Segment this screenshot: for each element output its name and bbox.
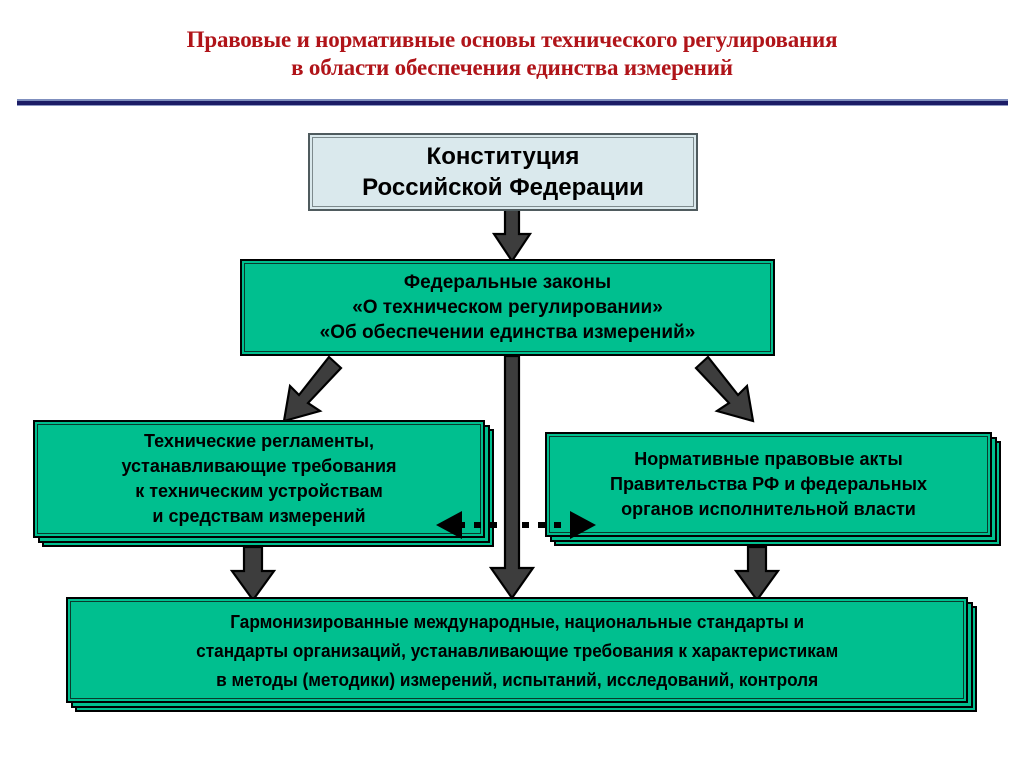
node-standards-line-3: в методы (методики) измерений, испытаний… xyxy=(215,668,818,690)
arrow-federal-laws-to-gov-acts xyxy=(690,355,765,433)
node-gov-acts-line-3: органов исполнительной власти xyxy=(621,499,916,519)
node-constitution[interactable]: Конституция Российской Федерации xyxy=(308,133,698,211)
node-constitution-text: Конституция Российской Федерации xyxy=(356,141,650,203)
node-federal-laws-inner: Федеральные законы «О техническом регули… xyxy=(242,261,773,354)
node-federal-laws[interactable]: Федеральные законы «О техническом регули… xyxy=(240,259,775,356)
node-tech-regulations-line-3: к техническим устройствам xyxy=(135,481,383,501)
node-tech-regulations-line-4: и средствам измерений xyxy=(152,506,366,526)
node-gov-acts-text: Нормативные правовые акты Правительства … xyxy=(604,447,933,522)
node-tech-regulations-line-1: Технические регламенты, xyxy=(143,431,375,451)
node-tech-regulations-text: Технические регламенты, устанавливающие … xyxy=(115,429,402,529)
node-tech-regulations[interactable]: Технические регламенты, устанавливающие … xyxy=(33,420,494,547)
arrow-constitution-to-federal-laws xyxy=(491,207,533,265)
node-federal-laws-line-1: Федеральные законы xyxy=(403,272,612,293)
node-standards-inner: Гармонизированные международные, национа… xyxy=(66,597,968,703)
node-constitution-inner: Конституция Российской Федерации xyxy=(310,135,696,209)
node-standards[interactable]: Гармонизированные международные, национа… xyxy=(66,597,977,712)
arrow-gov-acts-to-standards xyxy=(732,545,782,603)
arrow-federal-laws-to-tech-regulations xyxy=(272,355,347,433)
node-standards-text: Гармонизированные международные, национа… xyxy=(190,607,843,694)
node-standards-line-2: стандарты организаций, устанавливающие т… xyxy=(195,639,838,661)
node-gov-acts-line-2: Правительства РФ и федеральных xyxy=(610,474,927,494)
node-federal-laws-line-2: «О техническом регулировании» xyxy=(352,297,663,318)
page-title-line-2: в области обеспечения единства измерений xyxy=(291,55,733,80)
node-constitution-line-1: Конституция xyxy=(426,143,580,170)
title-divider xyxy=(17,99,1008,106)
connector-tech-regulations-gov-acts xyxy=(432,508,600,542)
node-constitution-line-2: Российской Федерации xyxy=(362,174,644,201)
node-gov-acts-inner: Нормативные правовые акты Правительства … xyxy=(545,432,992,537)
node-gov-acts-line-1: Нормативные правовые акты xyxy=(634,449,903,469)
node-tech-regulations-line-2: устанавливающие требования xyxy=(121,456,397,476)
divider-shadow xyxy=(17,105,1008,106)
node-federal-laws-text: Федеральные законы «О техническом регули… xyxy=(314,270,702,345)
node-tech-regulations-inner: Технические регламенты, устанавливающие … xyxy=(33,420,485,538)
node-gov-acts[interactable]: Нормативные правовые акты Правительства … xyxy=(545,432,1001,546)
divider-core xyxy=(17,101,1008,105)
node-federal-laws-line-3: «Об обеспечении единства измерений» xyxy=(319,322,696,343)
page-title: Правовые и нормативные основы техническо… xyxy=(0,26,1024,82)
node-standards-line-1: Гармонизированные международные, национа… xyxy=(230,610,804,632)
arrow-tech-regulations-to-standards xyxy=(228,545,278,603)
divider-highlight xyxy=(17,99,1008,101)
page-title-line-1: Правовые и нормативные основы техническо… xyxy=(186,27,838,52)
arrow-federal-laws-to-standards xyxy=(486,354,538,600)
